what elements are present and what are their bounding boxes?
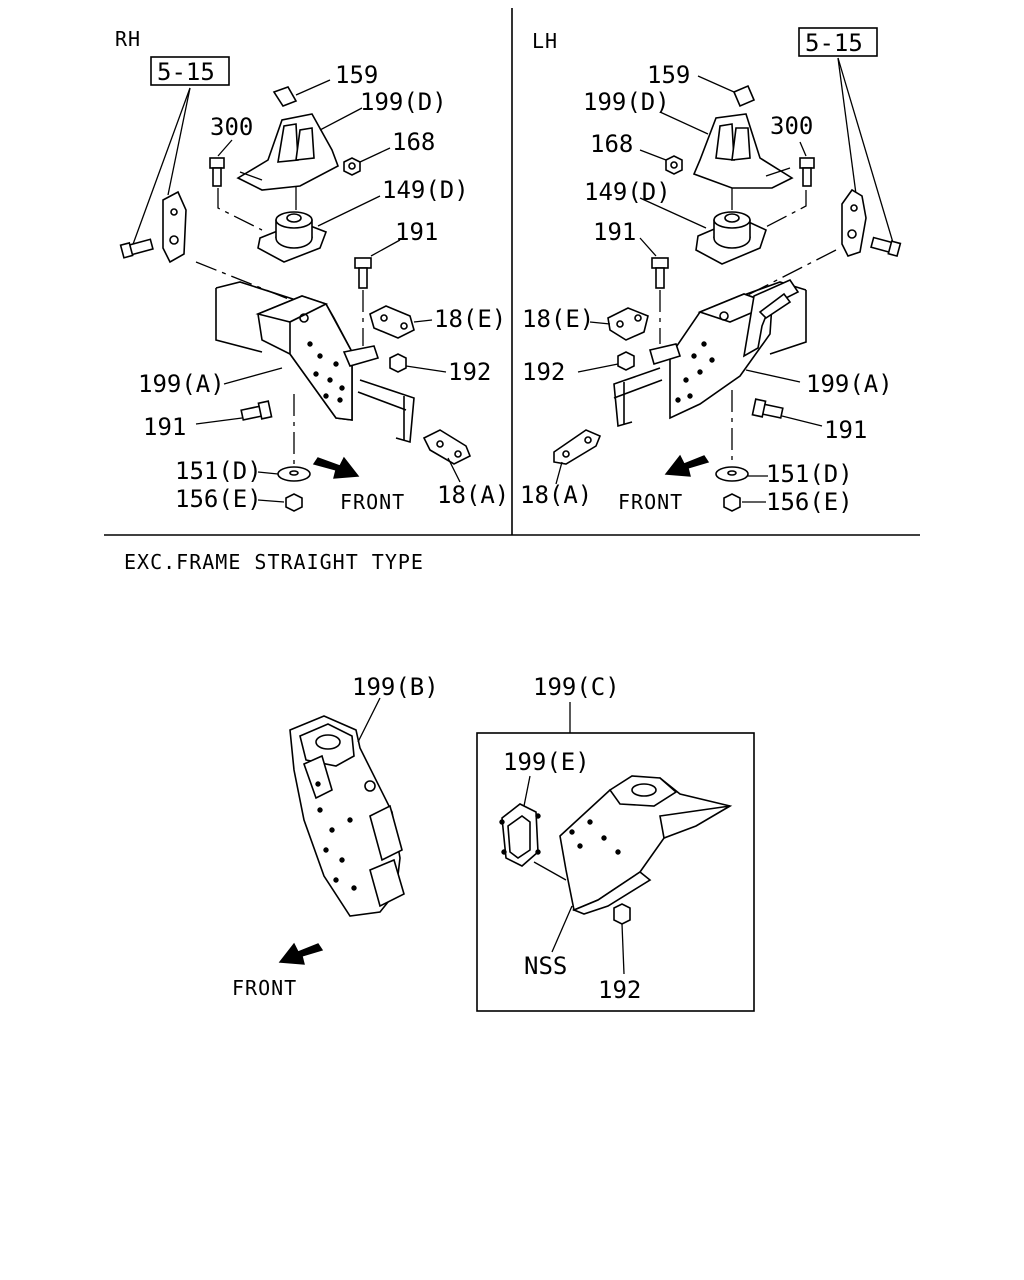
rh-callout-159: 159	[335, 61, 378, 89]
exc-caption: EXC.FRAME STRAIGHT TYPE	[124, 550, 424, 574]
lh-callout-149d: 149(D)	[584, 178, 671, 206]
rh-callout-192: 192	[448, 358, 491, 386]
lh-stay-plate	[841, 188, 867, 257]
callout-199b: 199(B)	[352, 673, 439, 701]
lh-callout-191-upper: 191	[593, 218, 636, 246]
lh-callout-300: 300	[770, 112, 813, 140]
rh-nut-156e-icon	[257, 493, 303, 512]
lh-callout-199d: 199(D)	[583, 88, 670, 116]
nut-192-icon	[613, 903, 631, 975]
bracket-199b	[289, 715, 405, 917]
rh-reference-box[interactable]: 5-15	[150, 56, 230, 86]
lh-plate-18e	[589, 307, 649, 341]
rh-callout-151d: 151(D)	[175, 457, 262, 485]
rh-bolt-191-upper-icon	[354, 239, 401, 289]
rh-panel: RH 5-15 159	[115, 27, 509, 514]
callout-199c: 199(C)	[533, 673, 620, 701]
lh-main-bracket-199a	[648, 278, 800, 420]
lh-callout-18e: 18(E)	[522, 305, 594, 333]
lh-frame-rail	[613, 281, 807, 428]
rh-front-label: FRONT	[340, 490, 405, 514]
lh-bolt-300-icon	[799, 141, 815, 187]
lh-callout-156e: 156(E)	[766, 488, 853, 516]
lh-callout-159: 159	[647, 61, 690, 89]
callout-nss: NSS	[524, 952, 567, 980]
rh-front-arrow-icon	[312, 456, 360, 479]
exc-front-label: FRONT	[232, 976, 297, 1000]
rh-stay-plate	[162, 190, 187, 264]
rh-bolt-icon	[119, 238, 154, 259]
rh-plate-18a	[422, 429, 472, 483]
lh-washer-151d-icon	[715, 466, 768, 482]
rh-callout-300: 300	[210, 113, 253, 141]
rh-ref-box-text: 5-15	[157, 58, 215, 86]
rh-clip-159-icon	[272, 79, 331, 107]
exc-front-arrow-icon	[278, 942, 324, 965]
lh-insulator-149d	[695, 211, 767, 265]
lh-panel: LH 5-15 159 199(	[520, 27, 902, 516]
rh-washer-151d-icon	[257, 466, 311, 482]
rh-callout-168: 168	[392, 128, 435, 156]
rh-upper-bracket-199d	[236, 113, 339, 210]
rh-callout-156e: 156(E)	[175, 485, 262, 513]
lh-nut-192-icon	[577, 351, 635, 373]
rh-bolt-191-lower-icon	[195, 400, 273, 425]
lh-ref-box-text: 5-15	[805, 29, 863, 57]
rh-callout-18e: 18(E)	[434, 305, 506, 333]
lh-reference-box[interactable]: 5-15	[798, 27, 878, 57]
exc-frame-section: EXC.FRAME STRAIGHT TYPE 199(B) FRONT 199…	[124, 550, 755, 1012]
rh-callout-199a: 199(A)	[138, 370, 225, 398]
lh-upper-bracket-199d	[692, 113, 794, 210]
lh-callout-199a: 199(A)	[806, 370, 893, 398]
rh-callout-191-upper: 191	[395, 218, 438, 246]
lh-callout-18a: 18(A)	[520, 481, 592, 509]
callout-199e: 199(E)	[503, 748, 590, 776]
callout-192: 192	[598, 976, 641, 1004]
rh-callout-18a: 18(A)	[437, 481, 509, 509]
frame-lines	[104, 8, 920, 536]
detail-box-199c	[476, 732, 755, 1012]
lh-bolt-icon	[870, 236, 902, 258]
lh-front-arrow-icon	[664, 454, 710, 477]
rh-callout-149d: 149(D)	[382, 176, 469, 204]
lh-callout-191-lower: 191	[824, 416, 867, 444]
lh-callout-151d: 151(D)	[766, 460, 853, 488]
rh-main-bracket-199a	[255, 295, 380, 421]
lh-front-label: FRONT	[618, 490, 683, 514]
rh-nut-168-icon	[343, 147, 391, 176]
lh-nut-168-icon	[639, 149, 683, 175]
lh-nut-156e-icon	[723, 493, 766, 512]
lh-callout-168: 168	[590, 130, 633, 158]
lh-callout-192: 192	[522, 358, 565, 386]
rh-plate-18e	[369, 305, 433, 339]
rh-nut-192-icon	[389, 353, 447, 373]
bracket-199c	[559, 775, 733, 915]
lh-bolt-191-lower-icon	[751, 398, 823, 427]
lh-bolt-191-upper-icon	[639, 237, 669, 289]
lh-plate-18a	[553, 429, 602, 485]
lh-side-label: LH	[532, 29, 558, 53]
rh-callout-199d: 199(D)	[360, 88, 447, 116]
rh-bolt-300-icon	[209, 139, 233, 187]
lh-clip-159-icon	[697, 75, 756, 108]
rh-insulator-149d	[257, 211, 328, 263]
plate-199e	[499, 803, 541, 867]
rh-callout-191-lower: 191	[143, 413, 186, 441]
rh-side-label: RH	[115, 27, 141, 51]
